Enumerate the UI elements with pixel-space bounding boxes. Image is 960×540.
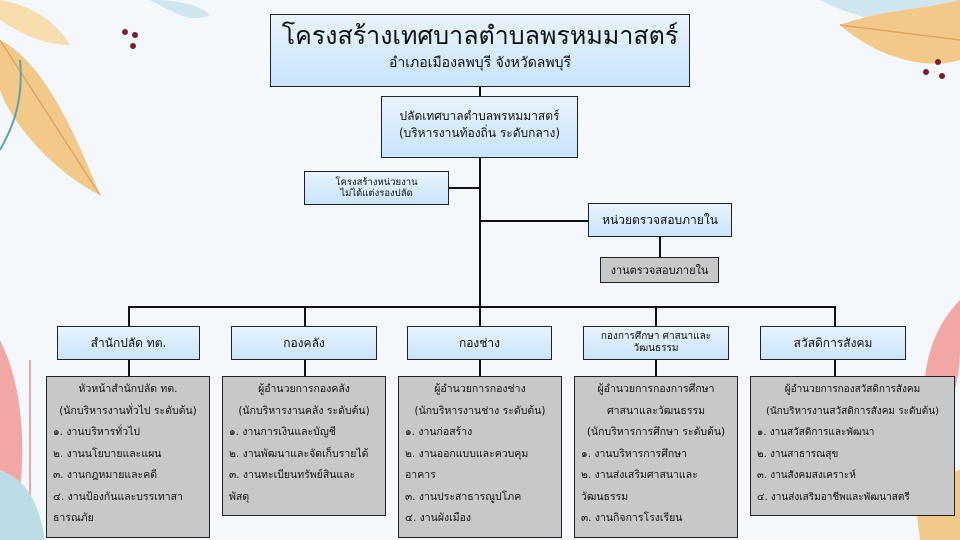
audit-task-box: งานตรวจสอบภายใน	[600, 257, 719, 283]
connector-title-top	[479, 86, 481, 96]
connector-detail-4	[655, 360, 657, 376]
detail-4-line-2: ศาสนาและวัฒนธรรม	[606, 404, 706, 417]
top-position-level: (บริหารงานท้องถิ่น ระดับกลาง)	[398, 126, 561, 140]
detail-2-line-6: พัสดุ	[229, 490, 250, 503]
detail-3-line-6: ๓. งานประสาธารณูปโภค	[405, 490, 522, 503]
dept-name-4: กองการศึกษา ศาสนาและ วัฒนธรรม	[600, 331, 712, 354]
leaf-bottom-left-icon	[0, 340, 45, 540]
detail-3-line-3: ๑. งานก่อสร้าง	[405, 426, 473, 438]
dept-detail-2: ผู้อำนวยการกองคลัง (นักบริหารงานคลัง ระด…	[222, 376, 386, 516]
detail-4-line-1: ผู้อำนวยการกองการศึกษา	[597, 383, 715, 395]
detail-2-line-4: ๒. งานพัฒนาและจัดเก็บรายได้	[229, 447, 369, 460]
dept-box-5: สวัสดิการสังคม	[760, 326, 906, 360]
side-note-line2: ไม่ได้แต่งรองปลัด	[340, 188, 413, 199]
dept-box-4: กองการศึกษา ศาสนาและ วัฒนธรรม	[583, 326, 729, 360]
dept-name-3: กองช่าง	[458, 335, 501, 350]
top-position-title: ปลัดเทศบาลตำบลพรหมมาสตร์	[399, 109, 560, 123]
connector-audit-h	[480, 220, 660, 222]
detail-5-line-1: ผู้อำนวยการกองสวัสดิการสังคม	[784, 384, 921, 395]
connector-detail-3	[479, 360, 481, 376]
audit-task-label: งานตรวจสอบภายใน	[610, 264, 709, 277]
dept-detail-4: ผู้อำนวยการกองการศึกษา ศาสนาและวัฒนธรรม …	[574, 376, 738, 538]
detail-1-line-5: ๓. งานกฎหมายและคดี	[53, 469, 158, 481]
connector-trunk	[479, 158, 481, 326]
connector-note	[449, 187, 480, 189]
detail-1-line-1: หัวหน้าสำนักปลัด ทต.	[78, 383, 178, 395]
dept-detail-3: ผู้อำนวยการกองช่าง (นักบริหารงานช่าง ระด…	[398, 376, 562, 538]
connector-audit-task	[659, 237, 661, 257]
dept-name-2: กองคลัง	[283, 335, 325, 350]
audit-unit-box: หน่วยตรวจสอบภายใน	[588, 203, 732, 237]
detail-1-line-7: ธารณภัย	[53, 512, 94, 524]
detail-1-line-4: ๒. งานนโยบายและแผน	[53, 447, 162, 460]
dept-name-1: สำนักปลัด ทต.	[90, 335, 167, 350]
detail-3-line-7: ๔. งานผังเมือง	[405, 512, 472, 524]
connector-dept-5	[834, 306, 836, 326]
connector-dept-2	[304, 306, 306, 326]
detail-2-line-1: ผู้อำนวยการกองคลัง	[258, 383, 350, 395]
detail-4-line-7: ๓. งานกิจการโรงเรียน	[581, 512, 683, 524]
detail-4-line-3: (นักบริหารการศึกษา ระดับต้น)	[586, 426, 726, 438]
top-position-box: ปลัดเทศบาลตำบลพรหมมาสตร์ (บริหารงานท้องถ…	[381, 96, 578, 158]
detail-5-line-2: (นักบริหารงานสวัสดิการสังคม ระดับต้น)	[765, 405, 940, 417]
detail-3-line-2: (นักบริหารงานช่าง ระดับต้น)	[414, 404, 546, 417]
detail-2-line-5: ๓. งานทะเบียนทรัพย์สินและ	[229, 469, 356, 481]
connector-dept-4	[655, 306, 657, 326]
dept-box-3: กองช่าง	[407, 326, 552, 360]
audit-unit-label: หน่วยตรวจสอบภายใน	[602, 212, 718, 227]
detail-4-line-5: ๒. งานส่งเสริมศาสนาและ	[581, 469, 698, 481]
page-title: โครงสร้างเทศบาลตำบลพรหมมาสตร์	[281, 21, 679, 50]
detail-3-line-1: ผู้อำนวยการกองช่าง	[434, 383, 526, 395]
detail-2-line-2: (นักบริหารงานคลัง ระดับต้น)	[238, 404, 370, 417]
dept-detail-5: ผู้อำนวยการกองสวัสดิการสังคม (นักบริหารง…	[750, 376, 955, 516]
connector-detail-2	[304, 360, 306, 376]
leaf-top-right-icon	[820, 0, 960, 79]
detail-1-line-2: (นักบริหารงานทั่วไป ระดับต้น)	[59, 404, 197, 417]
detail-3-line-4: ๒. งานออกแบบและควบคุม	[405, 447, 529, 460]
leaf-top-left-icon	[0, 0, 101, 196]
detail-1-line-3: ๑. งานบริหารทั่วไป	[53, 426, 141, 438]
detail-5-line-6: ๔. งานส่งเสริมอาชีพและพัฒนาสตรี	[757, 491, 910, 503]
detail-5-line-5: ๓. งานสังคมสงเคราะห์	[757, 470, 856, 481]
leaf-top-center-icon	[122, 0, 210, 49]
connector-dept-1	[128, 306, 130, 326]
dept-box-2: กองคลัง	[231, 326, 377, 360]
detail-4-line-4: ๑. งานบริหารการศึกษา	[581, 447, 688, 460]
detail-5-line-4: ๒. งานสาธารณสุข	[757, 448, 839, 460]
page-subtitle: อำเภอเมืองลพบุรี จังหวัดลพบุรี	[388, 55, 572, 71]
dept-detail-1: หัวหน้าสำนักปลัด ทต. (นักบริหารงานทั่วไป…	[46, 376, 210, 538]
detail-2-line-3: ๑. งานการเงินและบัญชี	[229, 426, 336, 438]
detail-5-line-3: ๑. งานสวัสดิการและพัฒนา	[757, 427, 875, 438]
title-box: โครงสร้างเทศบาลตำบลพรหมมาสตร์ อำเภอเมือง…	[270, 14, 690, 87]
connector-detail-5	[834, 360, 836, 376]
connector-detail-1	[128, 360, 130, 376]
detail-3-line-5: อาคาร	[405, 469, 436, 481]
side-note-box: โครงสร้างหน่วยงาน ไม่ได้แต่งรองปลัด	[304, 171, 449, 205]
dept-name-5: สวัสดิการสังคม	[793, 335, 873, 350]
connector-dept-bus	[128, 306, 836, 308]
side-note-line1: โครงสร้างหน่วยงาน	[335, 177, 418, 188]
detail-4-line-6: วัฒนธรรม	[581, 490, 629, 503]
dept-box-1: สำนักปลัด ทต.	[57, 326, 200, 360]
detail-1-line-6: ๔. งานป้องกันและบรรเทาสา	[53, 490, 183, 503]
